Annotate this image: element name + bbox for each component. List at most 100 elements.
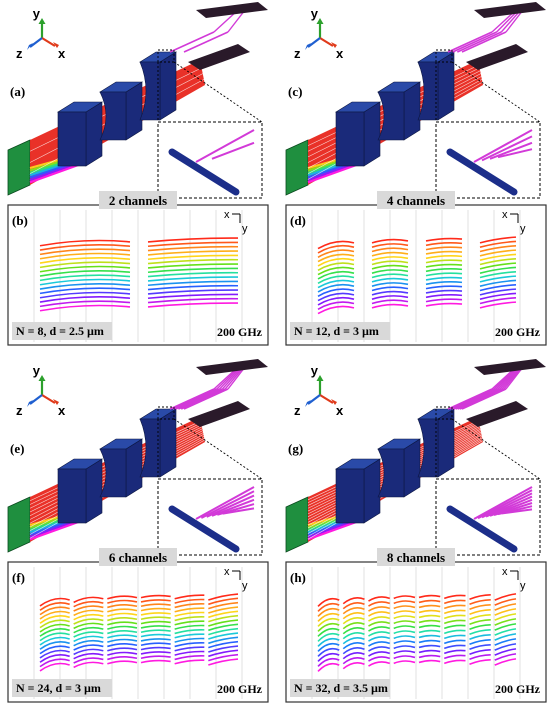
axes-icon: yxz [16, 6, 66, 61]
axis-label-z: z [16, 46, 23, 61]
axis-label-x: x [336, 46, 344, 61]
spot-line [418, 609, 441, 614]
spot-line [208, 623, 239, 632]
zoom-inset [157, 121, 263, 199]
spot-line [418, 639, 441, 644]
spot-line [107, 630, 138, 635]
spot-line [147, 254, 239, 261]
y-arrowhead [38, 375, 46, 381]
spot-line [107, 621, 138, 626]
spot-line [73, 635, 104, 643]
spot-line [73, 631, 104, 638]
spot-line [418, 599, 441, 604]
spot-line [342, 622, 365, 630]
spot-line [317, 632, 340, 642]
axis-label-x: x [336, 403, 344, 418]
spot-line [39, 602, 70, 611]
spot-line [469, 633, 491, 640]
params-label-bg [12, 322, 112, 340]
spot-line [140, 594, 171, 599]
spot-line [371, 303, 409, 309]
spot-line [174, 607, 205, 613]
spot-line [147, 245, 239, 252]
spot-line [317, 301, 355, 310]
spot-line [469, 598, 491, 605]
spot-line [39, 287, 131, 295]
y-arrowhead [38, 18, 46, 24]
spot-line [317, 647, 340, 657]
spot-line [147, 237, 239, 243]
spot-line [418, 649, 441, 654]
spot-line [368, 621, 391, 627]
spot-line [107, 595, 138, 600]
spot-line [368, 641, 391, 647]
spot-line [425, 263, 463, 268]
spot-line [479, 284, 517, 292]
spot-line [317, 657, 340, 667]
z-arrowhead [27, 400, 33, 407]
frequency-label: 200 GHz [495, 682, 541, 696]
spot-line [140, 642, 171, 647]
spot-line [425, 272, 463, 277]
spot-line [208, 627, 239, 636]
z-axis-arrow [307, 37, 321, 48]
spot-line [443, 599, 466, 605]
spot-line [174, 598, 205, 604]
fiber-array-rod [168, 505, 240, 553]
spot-line [73, 596, 104, 604]
spot-line [147, 297, 239, 304]
spot-line [107, 612, 138, 617]
spot-line [469, 653, 491, 660]
spot-line [39, 636, 70, 646]
spot-line [425, 298, 463, 303]
spot-line [469, 608, 491, 615]
spot-line [443, 624, 466, 630]
spot-line [479, 253, 517, 261]
spot-line [443, 594, 466, 600]
spot-line [393, 610, 416, 615]
zoom-connector-line [173, 61, 263, 123]
spot-line [174, 633, 205, 639]
spot-line [342, 597, 365, 605]
spot-line [393, 660, 416, 665]
spot-line [425, 242, 463, 247]
spot-line [317, 617, 340, 627]
optical-setup-3d [285, 2, 546, 199]
spot-line [443, 609, 466, 615]
spot-line [73, 648, 104, 656]
spot-line [494, 658, 517, 666]
params-label: N = 8, d = 2.5 µm [16, 324, 104, 338]
spot-line [479, 275, 517, 283]
spot-line [147, 293, 239, 300]
spot-line [443, 649, 466, 655]
spot-line [418, 619, 441, 624]
y-arrowhead [316, 375, 324, 381]
frequency-label: 200 GHz [217, 682, 263, 696]
channels-label: 4 channels [387, 193, 445, 208]
zoom-inset [435, 478, 541, 556]
z-arrowhead [305, 43, 311, 50]
spot-line [317, 253, 355, 263]
spot-line [208, 645, 239, 653]
spot-line [107, 643, 138, 648]
x-axis-arrow [319, 394, 334, 404]
spot-line [469, 648, 491, 655]
spot-line [107, 599, 138, 604]
spot-line [39, 296, 131, 303]
params-label-bg [12, 679, 112, 697]
spot-line [73, 644, 104, 651]
lens-1 [334, 458, 382, 524]
panel-label-3d: (g) [288, 441, 303, 456]
detector-screen [7, 496, 31, 553]
spot-line [425, 285, 463, 290]
params-label: N = 24, d = 3 µm [16, 681, 101, 695]
spot-line [140, 603, 171, 608]
spot-line [39, 623, 70, 633]
spot-line [443, 629, 466, 635]
